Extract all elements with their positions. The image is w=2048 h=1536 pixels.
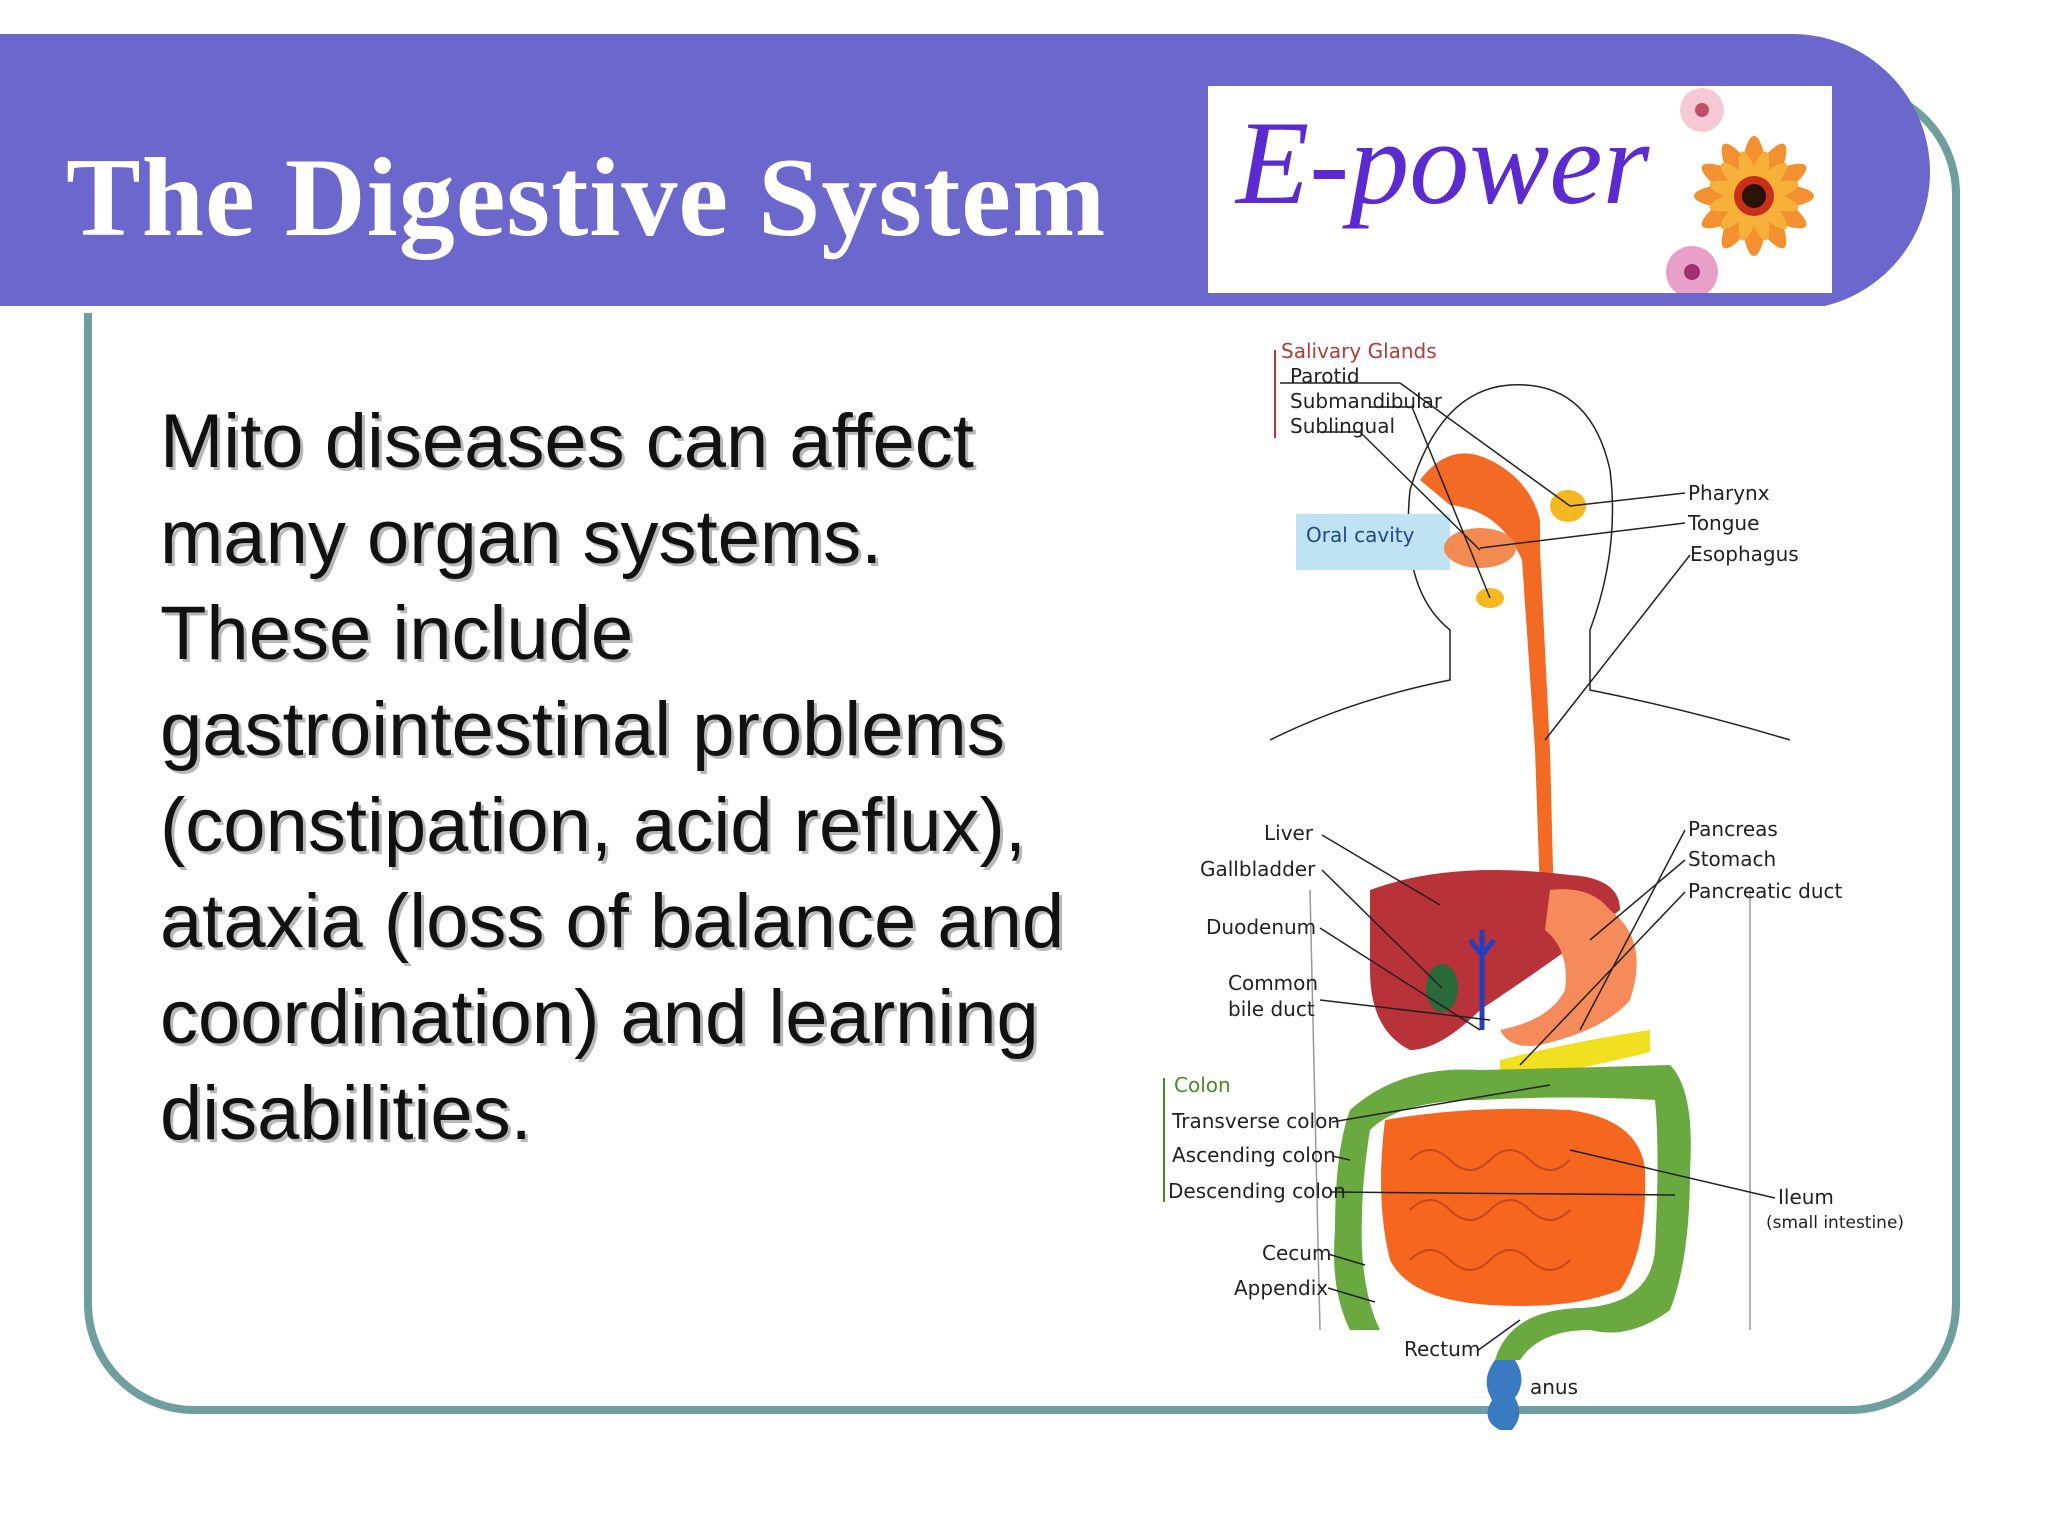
label-ileum: Ileum: [1778, 1185, 1834, 1209]
leader-lines: [1280, 382, 1776, 1352]
label-transverse-colon: Transverse colon: [1171, 1109, 1340, 1133]
label-rectum: Rectum: [1404, 1337, 1480, 1361]
logo-text: E-power: [1236, 96, 1650, 229]
label-pharynx: Pharynx: [1688, 481, 1770, 505]
label-gallbladder: Gallbladder: [1200, 857, 1316, 881]
rectum-shape: [1486, 1360, 1522, 1430]
body-text: Mito diseases can affect many organ syst…: [160, 399, 1065, 1156]
label-sublingual: Sublingual: [1290, 414, 1395, 438]
label-anus: anus: [1530, 1375, 1578, 1399]
label-appendix: Appendix: [1234, 1276, 1328, 1300]
small-intestine-shape: [1381, 1108, 1646, 1306]
intestine-folds: [1409, 1149, 1571, 1271]
label-pancreatic-duct: Pancreatic duct: [1688, 879, 1843, 903]
flower-icon: [1666, 88, 1814, 293]
torso-outline: [1309, 889, 1751, 1331]
logo: E-power: [1208, 86, 1832, 293]
label-liver: Liver: [1264, 821, 1314, 845]
label-small-intestine: (small intestine): [1766, 1213, 1904, 1233]
label-colon: Colon: [1174, 1073, 1231, 1097]
label-tongue: Tongue: [1687, 511, 1759, 535]
label-pancreas: Pancreas: [1688, 817, 1778, 841]
label-esophagus: Esophagus: [1690, 542, 1799, 566]
header-bar: The Digestive System E-power: [0, 34, 1930, 313]
header-divider: [0, 306, 1830, 313]
label-descending-colon: Descending colon: [1168, 1179, 1346, 1203]
label-oral-cavity: Oral cavity: [1306, 523, 1415, 547]
oral-cavity-box: [1296, 514, 1450, 570]
stomach-shape: [1500, 889, 1637, 1046]
label-common: Common: [1228, 971, 1318, 995]
bile-duct-shape: [1468, 930, 1496, 1030]
label-duodenum: Duodenum: [1206, 915, 1316, 939]
label-submandibular: Submandibular: [1290, 389, 1443, 413]
digestive-system-diagram: Salivary Glands Parotid Submandibular Su…: [1163, 339, 1904, 1430]
colon-shape: [1334, 1065, 1691, 1360]
label-stomach: Stomach: [1688, 847, 1776, 871]
label-salivary-glands: Salivary Glands: [1281, 339, 1437, 363]
label-ascending-colon: Ascending colon: [1172, 1143, 1336, 1167]
label-bile-duct: bile duct: [1228, 997, 1315, 1021]
label-parotid: Parotid: [1290, 364, 1360, 388]
label-cecum: Cecum: [1262, 1241, 1331, 1265]
slide-title: The Digestive System: [66, 136, 1107, 260]
body-outline: [1269, 384, 1791, 741]
